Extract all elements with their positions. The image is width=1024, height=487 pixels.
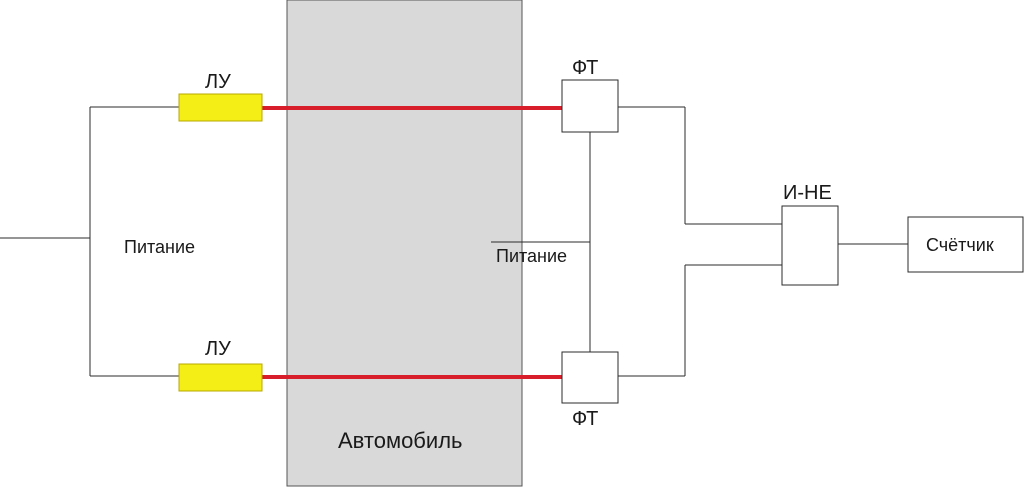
emitter-top-label: ЛУ (205, 71, 231, 93)
left-power-wiring (0, 106, 179, 377)
counter-label: Счётчик (926, 235, 994, 255)
right-wiring (491, 106, 908, 377)
car-label: Автомобиль (338, 428, 463, 453)
emitter-top (178, 93, 263, 122)
sensor-top-label: ФТ (572, 57, 598, 79)
sensor-bottom (561, 351, 619, 404)
sensor-top (561, 79, 619, 133)
sensor-bottom-label: ФТ (572, 408, 598, 430)
emitter-bottom-label: ЛУ (205, 338, 231, 360)
counter-block (907, 216, 1024, 273)
emitter-bottom (178, 363, 263, 392)
power-left-label: Питание (124, 237, 195, 257)
power-right-label: Питание (496, 246, 567, 266)
car-block (286, 0, 523, 487)
nand-gate (781, 205, 839, 286)
gate-label: И-НЕ (783, 182, 832, 204)
